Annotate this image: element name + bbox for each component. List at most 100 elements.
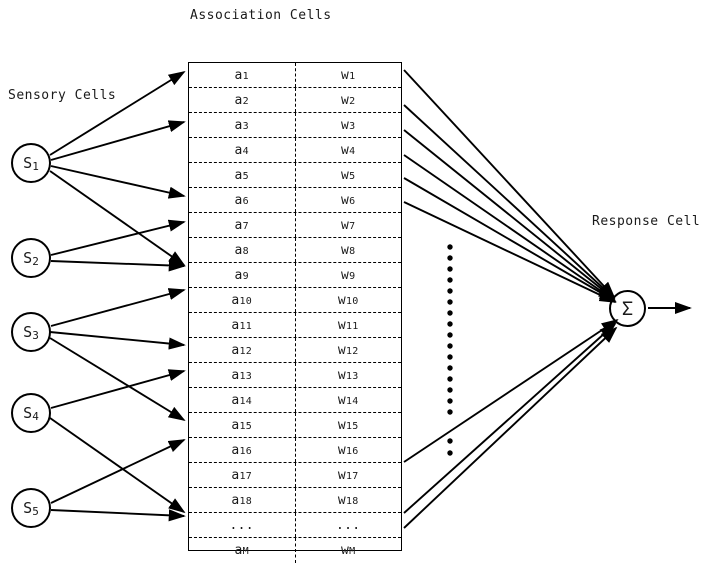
response-cell-title: Response Cell <box>592 214 701 229</box>
edge-s4-a13 <box>50 369 186 409</box>
edge-w17-response <box>403 318 619 463</box>
vertical-ellipsis-dots <box>447 244 453 456</box>
cell-weight-ellipsis: ... <box>336 517 361 533</box>
sensory-cell-s4-base: S <box>23 404 33 422</box>
sensory-cell-s3-base: S <box>23 323 33 341</box>
sensory-cell-s4-sub: 4 <box>32 409 39 423</box>
edge-s3-a16 <box>49 337 186 421</box>
edge-wlast-response <box>403 322 617 514</box>
sensory-cell-s5-sub: 5 <box>32 504 39 518</box>
edge-s1-a6 <box>50 165 186 199</box>
edge-s1-a9 <box>49 170 186 267</box>
edge-s2-a9 <box>50 259 186 272</box>
sensory-cells-title: Sensory Cells <box>8 88 117 103</box>
sensory-cell-s2-sub: 2 <box>32 254 39 268</box>
edge-w3-response <box>403 129 616 301</box>
edge-wm-response <box>403 326 618 529</box>
sensory-cell-s1-sub: 1 <box>32 159 39 173</box>
edge-s4-arow <box>49 417 186 514</box>
edge-s2-a8 <box>50 219 186 256</box>
edge-s5-a16 <box>50 439 186 504</box>
edge-w6-response <box>403 201 617 303</box>
sigma-symbol: Σ <box>621 297 634 320</box>
sensory-cell-s5-base: S <box>23 499 33 517</box>
association-cells-title: Association Cells <box>190 8 332 23</box>
edge-s3-a13 <box>49 331 186 350</box>
edge-w2-response <box>403 104 616 300</box>
edge-s3-a10 <box>50 288 186 327</box>
edge-w4-response <box>403 154 616 302</box>
sensory-cell-s3-sub: 3 <box>32 328 39 342</box>
response-cell-node: Σ <box>609 290 646 327</box>
edge-s5-arow <box>50 509 186 522</box>
edge-w1-response <box>403 69 616 299</box>
table-row: ...... <box>189 513 401 538</box>
edge-s1-a1 <box>49 70 186 156</box>
sensory-cell-s1-base: S <box>23 154 33 172</box>
